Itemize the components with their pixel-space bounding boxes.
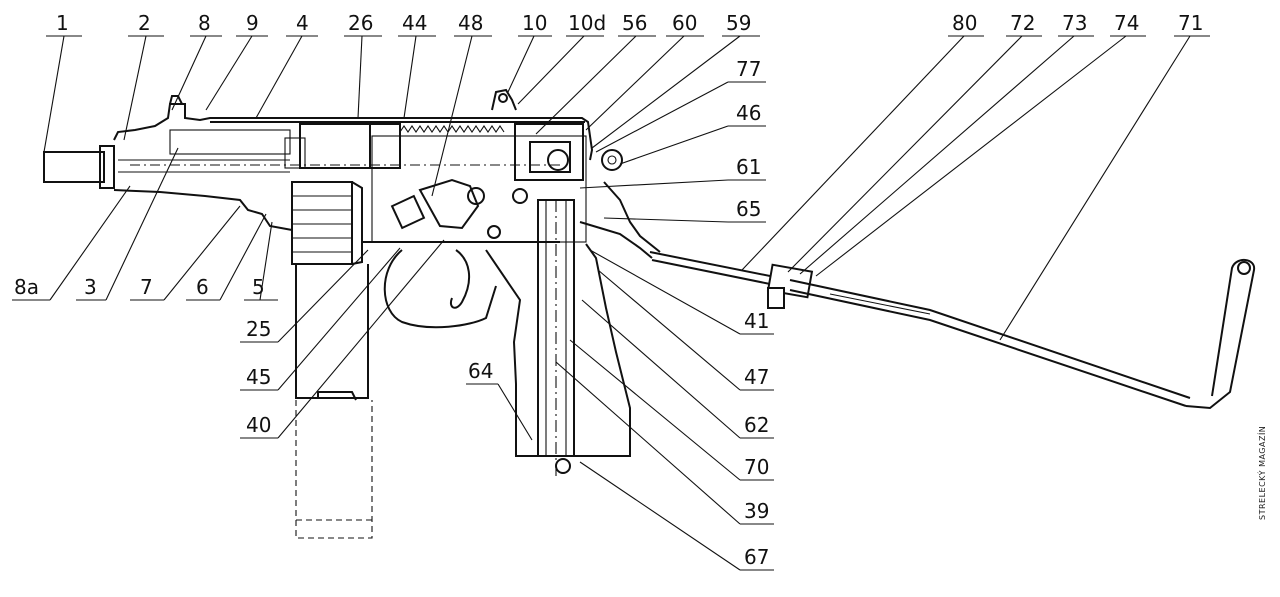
label-2: 2 [138, 11, 151, 35]
label-39: 39 [744, 499, 769, 523]
label-60: 60 [672, 11, 697, 35]
label-8a: 8a [14, 275, 39, 299]
label-5: 5 [252, 275, 265, 299]
label-10: 10 [522, 11, 547, 35]
label-4: 4 [296, 11, 309, 35]
label-1: 1 [56, 11, 69, 35]
label-26: 26 [348, 11, 373, 35]
label-45: 45 [246, 365, 271, 389]
label-48: 48 [458, 11, 483, 35]
label-6: 6 [196, 275, 209, 299]
label-77: 77 [736, 57, 761, 81]
label-80: 80 [952, 11, 977, 35]
label-64: 64 [468, 359, 493, 383]
label-3: 3 [84, 275, 97, 299]
label-65: 65 [736, 197, 761, 221]
leader-lines [12, 35, 1210, 571]
label-47: 47 [744, 365, 769, 389]
label-67: 67 [744, 545, 769, 569]
label-25: 25 [246, 317, 271, 341]
label-72: 72 [1010, 11, 1035, 35]
part-labels: 1 2 8 9 4 26 44 48 10 10d 56 60 59 77 46… [14, 11, 1203, 569]
publisher-credit: STRELECKÝ MAGAZÍN [1258, 425, 1267, 520]
label-74: 74 [1114, 11, 1139, 35]
label-59: 59 [726, 11, 751, 35]
label-9: 9 [246, 11, 259, 35]
label-40: 40 [246, 413, 271, 437]
label-8: 8 [198, 11, 211, 35]
label-62: 62 [744, 413, 769, 437]
label-56: 56 [622, 11, 647, 35]
label-44: 44 [402, 11, 427, 35]
label-10d: 10d [568, 11, 606, 35]
label-46: 46 [736, 101, 761, 125]
label-61: 61 [736, 155, 761, 179]
weapon-drawing [43, 88, 1256, 539]
label-7: 7 [140, 275, 153, 299]
label-41: 41 [744, 309, 769, 333]
label-73: 73 [1062, 11, 1087, 35]
label-71: 71 [1178, 11, 1203, 35]
label-70: 70 [744, 455, 769, 479]
cartridge-stack [291, 181, 363, 265]
